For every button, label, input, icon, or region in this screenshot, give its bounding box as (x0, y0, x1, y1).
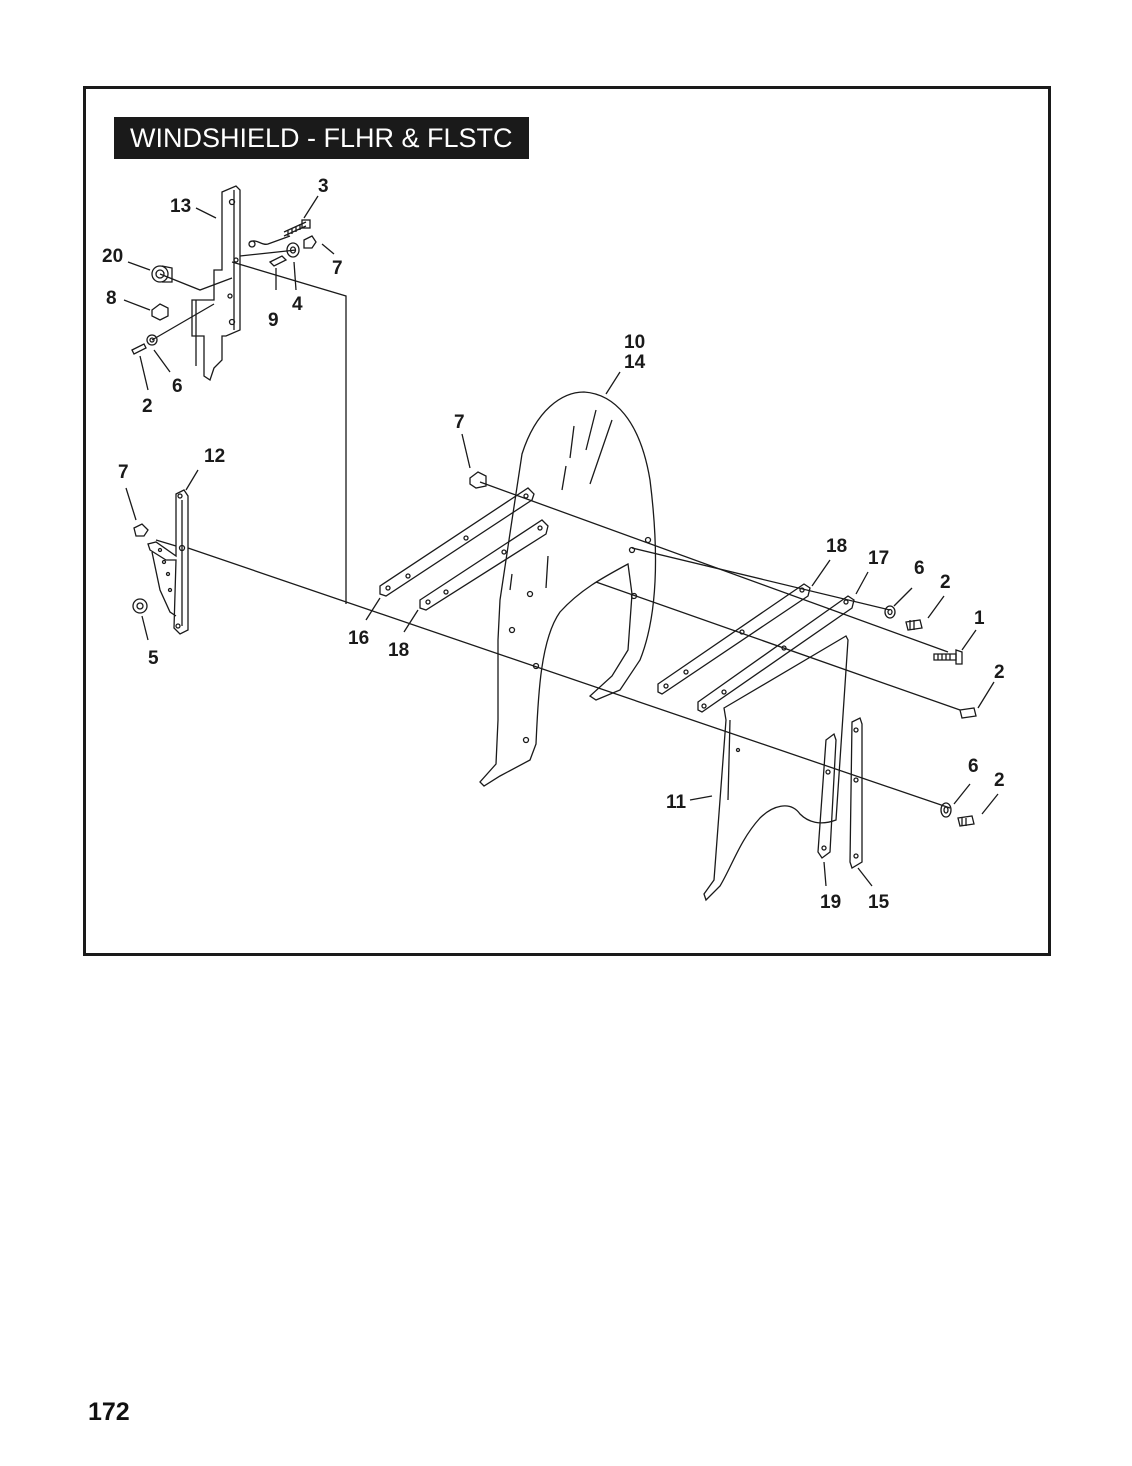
callout-5: 5 (148, 648, 159, 669)
callout-9: 9 (268, 310, 279, 331)
acorn-nut-7-top (303, 235, 317, 249)
callout-16: 16 (348, 628, 369, 649)
callout-14: 14 (624, 352, 646, 373)
callout-18-right: 18 (826, 536, 847, 557)
screw-2-left (131, 343, 147, 355)
screw-2-right-mid (959, 707, 977, 719)
callout-6-bottom: 6 (968, 756, 979, 777)
grommet-20 (151, 265, 173, 283)
callout-4: 4 (292, 294, 303, 315)
callout-1: 1 (974, 608, 985, 629)
page-number: 172 (88, 1398, 130, 1426)
nut-8 (151, 303, 169, 321)
callout-19: 19 (820, 892, 841, 913)
strap-16 (379, 487, 535, 597)
screw-2-right-top (905, 619, 923, 631)
callout-13: 13 (170, 196, 191, 217)
strap-15 (849, 717, 863, 869)
diagram-frame (83, 86, 1051, 956)
deflector-11 (703, 635, 849, 902)
callout-20: 20 (102, 246, 123, 267)
strap-18-right (657, 583, 811, 695)
bolt-1 (933, 649, 963, 665)
callout-11: 11 (666, 792, 687, 813)
acorn-nut-7-mid (469, 471, 487, 489)
callout-7-mid: 7 (454, 412, 465, 433)
strap-17 (697, 595, 855, 713)
callout-17: 17 (868, 548, 889, 569)
callout-12: 12 (204, 446, 225, 467)
callout-6-right: 6 (914, 558, 925, 579)
callout-6-left: 6 (172, 376, 183, 397)
washer-6-bottom (940, 802, 952, 818)
callout-2-right-top: 2 (940, 572, 951, 593)
acorn-nut-7-left (133, 523, 149, 537)
pin-9 (248, 235, 291, 267)
callout-3: 3 (318, 176, 329, 197)
callout-2-right-mid: 2 (994, 662, 1005, 683)
strap-19 (817, 732, 837, 859)
callout-8: 8 (106, 288, 117, 309)
windshield-10-14 (479, 391, 657, 787)
stud-3 (283, 219, 311, 237)
callout-10: 10 (624, 332, 645, 353)
bracket-13 (191, 185, 241, 382)
callout-7-left: 7 (118, 462, 129, 483)
callout-18-left: 18 (388, 640, 409, 661)
washer-6-right (884, 605, 896, 619)
callout-15: 15 (868, 892, 890, 913)
callout-2-left: 2 (142, 396, 153, 417)
bracket-12 (147, 489, 189, 635)
washer-6-left (146, 334, 158, 346)
screw-2-bottom (957, 815, 975, 827)
diagram-title: WINDSHIELD - FLHR & FLSTC (114, 117, 529, 159)
strap-18-left (419, 519, 549, 611)
callout-2-bottom: 2 (994, 770, 1005, 791)
callout-7-top: 7 (332, 258, 343, 279)
washer-5 (132, 598, 148, 614)
